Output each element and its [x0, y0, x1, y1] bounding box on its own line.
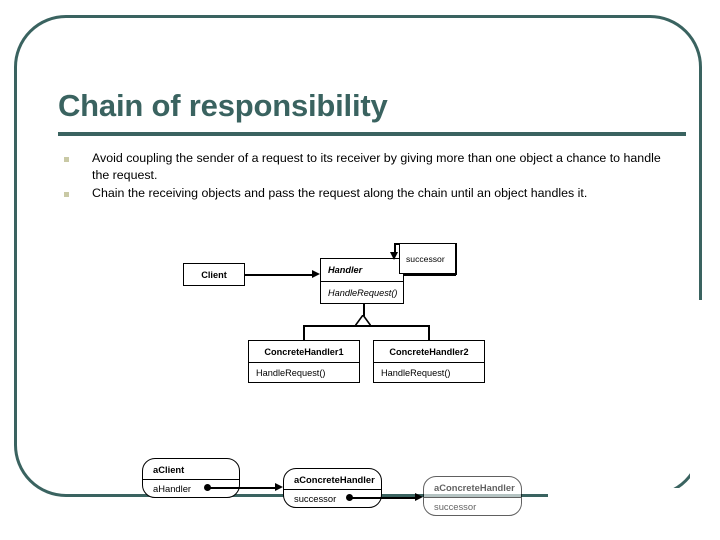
assoc-client-handler-arrowhead — [312, 270, 320, 278]
generalization-stem — [363, 304, 365, 316]
generalization-drop-right — [428, 325, 430, 340]
uml-class-operation: HandleRequest() — [249, 362, 359, 383]
successor-label: successor — [406, 254, 445, 264]
bullet-list: Avoid coupling the sender of a request t… — [64, 150, 676, 204]
uml-object-name: aConcreteHandler — [434, 481, 515, 493]
successor-assoc-arrowhead — [390, 252, 398, 260]
uml-class-concrete-handler-2: ConcreteHandler2 HandleRequest() — [373, 340, 485, 383]
uml-object-a-concrete-handler-1: aConcreteHandler successor — [283, 468, 382, 508]
bullet-square-icon — [64, 157, 69, 162]
bullet-square-icon — [64, 192, 69, 197]
uml-class-operation: HandleRequest() — [374, 362, 484, 383]
uml-object-name: aClient — [153, 463, 185, 475]
uml-object-a-client: aClient aHandler — [142, 458, 240, 498]
uml-class-concrete-handler-1: ConcreteHandler1 HandleRequest() — [248, 340, 360, 383]
list-item: Avoid coupling the sender of a request t… — [64, 150, 676, 183]
uml-class-operation: HandleRequest() — [321, 281, 403, 303]
generalization-drop-left — [303, 325, 305, 340]
page-title: Chain of responsibility — [58, 88, 388, 123]
link-source-dot — [346, 494, 353, 501]
uml-class-handler: Handler HandleRequest() — [320, 258, 404, 304]
link-handler-to-next-handler — [352, 497, 415, 499]
uml-object-attribute: successor — [424, 497, 521, 515]
list-item-text: Avoid coupling the sender of a request t… — [92, 151, 661, 182]
uml-class-client: Client — [183, 263, 245, 286]
link-a-client-arrowhead — [275, 483, 283, 491]
generalization-triangle-icon — [355, 315, 371, 326]
link-handler-arrowhead — [415, 493, 423, 501]
uml-class-name: ConcreteHandler1 — [264, 346, 344, 357]
successor-label-box — [399, 243, 456, 274]
successor-assoc-segment-down — [394, 243, 396, 255]
list-item: Chain the receiving objects and pass the… — [64, 185, 676, 202]
uml-class-name: Client — [201, 269, 227, 280]
title-underline-rule — [58, 132, 686, 136]
assoc-client-handler-line — [245, 274, 312, 276]
generalization-crossbar — [303, 325, 429, 327]
link-a-client-to-handler — [210, 487, 275, 489]
uml-object-attribute: aHandler — [143, 479, 239, 497]
list-item-text: Chain the receiving objects and pass the… — [92, 186, 588, 200]
uml-object-attribute: successor — [284, 489, 381, 507]
successor-assoc-segment-right — [404, 274, 456, 276]
uml-class-name: ConcreteHandler2 — [389, 346, 469, 357]
uml-object-a-concrete-handler-2: aConcreteHandler successor — [423, 476, 522, 516]
link-source-dot — [204, 484, 211, 491]
uml-class-name: Handler — [328, 265, 363, 275]
uml-object-name: aConcreteHandler — [294, 473, 375, 485]
